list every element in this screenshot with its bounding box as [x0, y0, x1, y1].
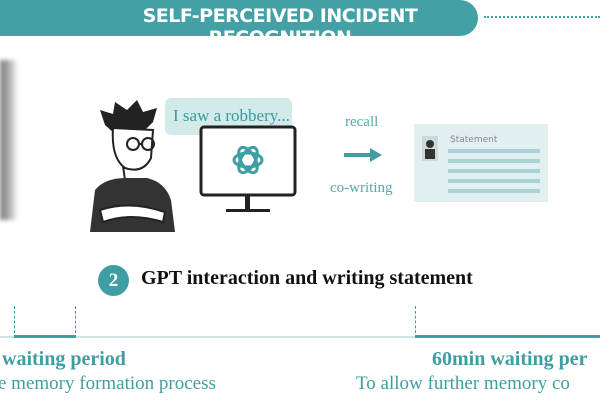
section-title: SELF-PERCEIVED INCIDENT RECOGNITION: [142, 5, 418, 49]
statement-line: [448, 169, 540, 173]
timeline-bracket-right: [415, 306, 600, 338]
statement-line: [448, 179, 540, 183]
step-number-badge: 2: [98, 265, 129, 296]
left-period-title: waiting period: [2, 348, 126, 370]
dotted-connector: [484, 16, 600, 18]
section-header-banner: [0, 0, 478, 36]
right-period-description: To allow further memory co: [356, 373, 570, 394]
cropped-photo: [0, 60, 18, 220]
cowriting-label: co-writing: [330, 180, 393, 196]
statement-line: [448, 159, 540, 163]
step-title: GPT interaction and writing statement: [141, 267, 473, 289]
right-period-title: 60min waiting per: [432, 348, 588, 370]
timeline-bracket-left: [14, 306, 76, 338]
left-period-description: e memory formation process: [0, 373, 216, 394]
computer-monitor-icon: [199, 125, 297, 212]
openai-logo-icon: [232, 145, 264, 175]
speech-bubble-text: I saw a robbery...: [173, 106, 290, 125]
statement-title: Statement: [450, 135, 498, 145]
timeline-line: [0, 336, 600, 338]
recall-label: recall: [345, 114, 379, 130]
person-illustration: [90, 100, 175, 232]
avatar: [422, 136, 438, 161]
arrow-right-icon: [344, 148, 382, 162]
statement-line: [448, 149, 540, 153]
statement-line: [448, 189, 540, 193]
